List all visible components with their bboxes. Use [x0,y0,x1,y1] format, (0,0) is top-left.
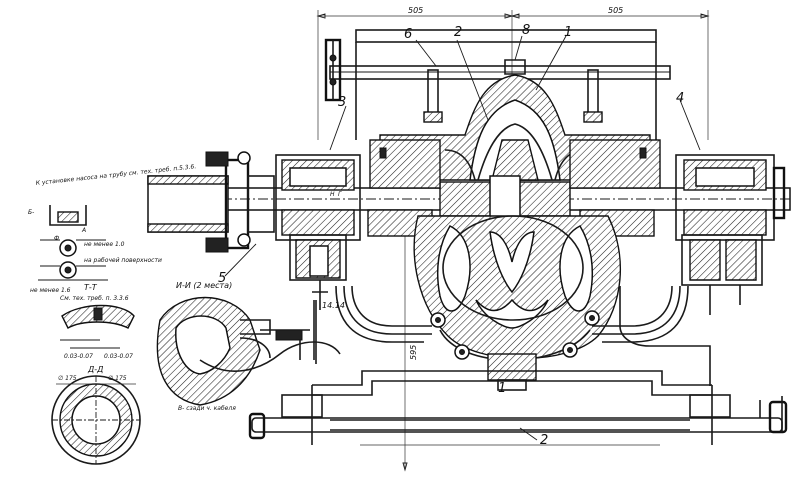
lower-volute [413,215,622,361]
shaft-seals [367,139,661,237]
note-small-3: не менее 1.6 [30,287,71,294]
oil-piping [313,285,711,386]
section-ii [156,296,341,406]
bottom-pipe [248,396,788,440]
section-dd-ring [51,375,141,465]
callout-3: 3 [338,95,346,110]
tolerance-1: 0.03-0.07 [64,353,93,360]
tolerance-2: 0.03-0.07 [104,353,133,360]
section-tt [60,304,135,349]
note-small-2: на рабочей поверхности [84,257,162,264]
dim-shaft-gap: 14.14 [322,301,345,310]
dim-height: 595 [409,345,418,360]
left-bearing-housing [275,154,361,310]
section-ii-title: И-И (2 места) [176,281,232,290]
casing-bolts [430,310,600,360]
dd-diameter-2: ∅ 175 [108,375,127,382]
coupling [147,151,275,253]
dd-diameter-1: ∅ 175 [58,375,77,382]
dim-right-span: 505 [608,6,623,15]
callout-1: 1 [564,25,572,40]
note-bottom-mid: В- сзади ч. кабеля [178,405,236,412]
bottom-outlet [487,353,537,391]
note-left-a: Б- [28,209,34,216]
callout-6: 6 [404,27,412,42]
shaft-mark-b: Г [338,191,342,198]
note-small-1: не менее 1.0 [84,241,125,248]
callout-5: 5 [218,271,226,286]
callout-2: 2 [454,25,462,40]
shaft-mark-a: Н [330,191,335,198]
callout-1-bottom: 1 [498,381,506,396]
top-dimension-lines [316,10,710,175]
right-bearing-housing [675,154,786,315]
main-shaft [149,175,791,223]
note-left-b: А [81,227,86,234]
callout-2-bottom: 2 [540,433,548,448]
section-dd-title: Д-Д [87,365,103,374]
upper-frame [324,29,671,140]
note-left-c: Ф [54,235,59,242]
section-tt-note: См. тех. треб. п. 3.3.6 [60,295,129,302]
base-frame [281,370,731,446]
callout-8: 8 [522,23,530,38]
callout-4: 4 [676,91,684,106]
section-tt-title: Т-Т [84,283,98,292]
callout-leaders [224,35,701,441]
dim-left-span: 505 [408,6,423,15]
left-detail-stack [38,205,108,281]
